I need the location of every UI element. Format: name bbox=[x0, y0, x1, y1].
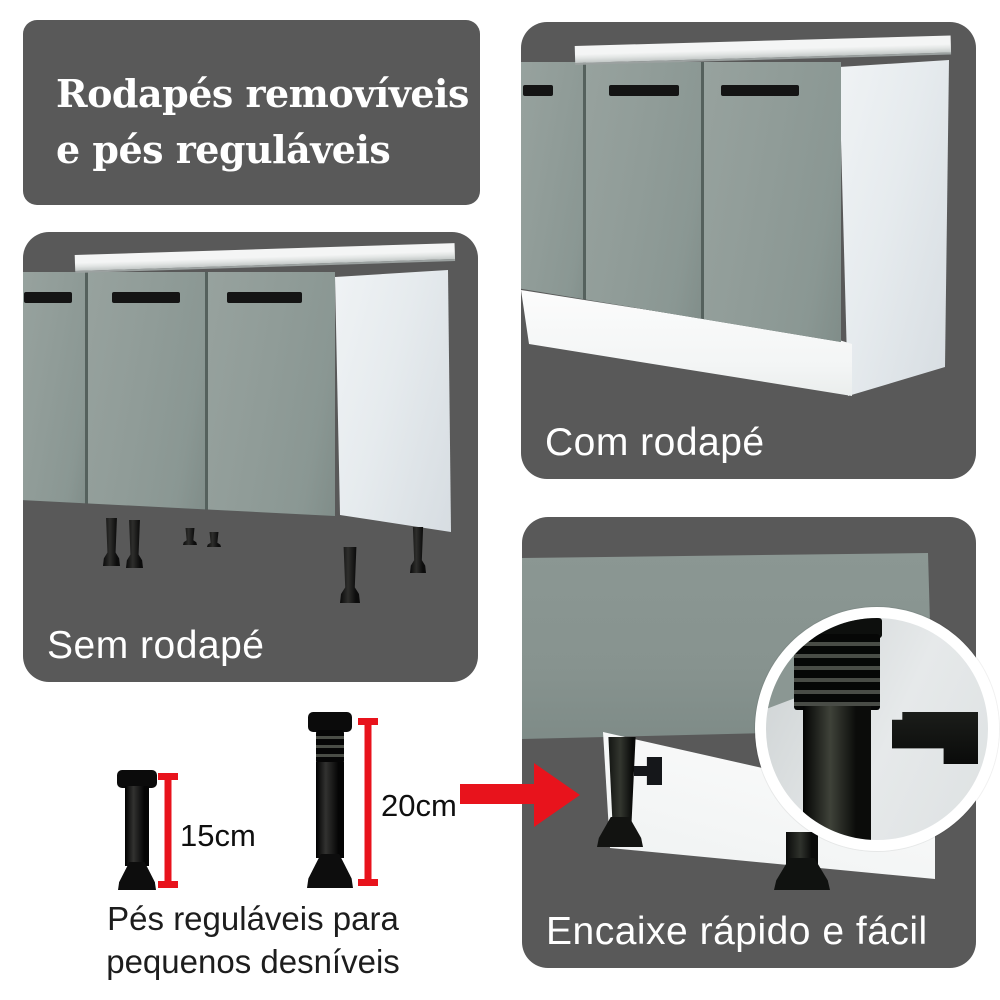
title-line-1: Rodapés removíveis bbox=[56, 71, 469, 116]
plinth-clip-detail-icon bbox=[892, 712, 978, 764]
feet-caption-line-2: pequenos desníveis bbox=[106, 943, 400, 980]
cabinet-door bbox=[88, 272, 205, 516]
zoom-detail-circle bbox=[755, 607, 999, 851]
dimension-label-20cm: 20cm bbox=[381, 788, 457, 823]
adjustable-foot bbox=[340, 547, 360, 603]
feet-caption: Pés reguláveis para pequenos desníveis bbox=[58, 897, 448, 983]
foot-cap-detail bbox=[792, 618, 882, 638]
door-handle-icon bbox=[721, 85, 799, 96]
cabinet-door bbox=[23, 272, 85, 516]
label-encaixe: Encaixe rápido e fácil bbox=[546, 910, 928, 953]
tall-foot-image bbox=[306, 712, 354, 890]
cabinet-countertop bbox=[574, 35, 952, 65]
door-handle-icon bbox=[227, 292, 302, 303]
label-com-rodape: Com rodapé bbox=[545, 421, 765, 464]
cabinet-door bbox=[704, 62, 841, 342]
cabinet-doors bbox=[23, 272, 335, 516]
cabinet-countertop bbox=[74, 243, 456, 273]
panel-com-rodape: Com rodapé bbox=[521, 22, 976, 479]
adjustable-foot bbox=[597, 737, 647, 859]
dimension-line-15cm-icon bbox=[158, 773, 178, 888]
cabinet-doors bbox=[521, 62, 841, 342]
adjustable-foot bbox=[126, 520, 143, 568]
adjustable-foot bbox=[207, 532, 221, 547]
cabinet-side-panel bbox=[335, 270, 451, 532]
label-sem-rodape: Sem rodapé bbox=[47, 624, 265, 667]
foot-shaft-detail bbox=[803, 706, 871, 840]
adjustable-foot bbox=[410, 527, 426, 573]
short-foot-image bbox=[117, 770, 157, 890]
dimension-label-15cm: 15cm bbox=[180, 818, 256, 853]
door-handle-icon bbox=[609, 85, 679, 96]
cabinet-door bbox=[208, 272, 335, 516]
feet-caption-line-1: Pés reguláveis para bbox=[107, 900, 399, 937]
adjustable-foot bbox=[183, 528, 197, 545]
title-line-2: e pés reguláveis bbox=[56, 127, 391, 172]
cabinet-side-panel bbox=[839, 60, 949, 396]
door-handle-icon bbox=[24, 292, 72, 303]
adjustable-foot bbox=[103, 518, 120, 566]
title-banner: Rodapés removíveis e pés reguláveis bbox=[23, 20, 480, 205]
door-handle-icon bbox=[523, 85, 553, 96]
door-handle-icon bbox=[112, 292, 180, 303]
foot-thread-detail bbox=[794, 634, 880, 710]
panel-sem-rodape: Sem rodapé bbox=[23, 232, 478, 682]
adjustable-foot bbox=[772, 832, 832, 894]
red-arrow-icon bbox=[460, 763, 582, 827]
dimension-line-20cm-icon bbox=[358, 718, 378, 886]
cabinet-door bbox=[586, 62, 701, 342]
